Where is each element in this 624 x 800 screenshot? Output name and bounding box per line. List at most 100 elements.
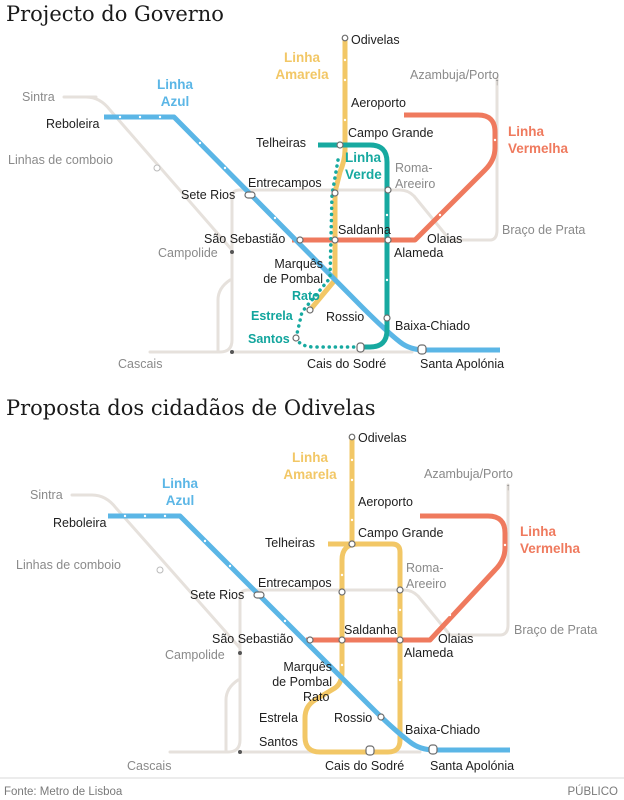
map1-station-odivelas (341, 34, 349, 42)
map2-label-amarela-2: Amarela (283, 467, 337, 482)
map2-label-cascais: Cascais (127, 759, 171, 773)
map2-label-telheiras: Telheiras (265, 536, 315, 550)
map1-label-sintra: Sintra (22, 90, 55, 104)
map2-label-saldanha: Saldanha (344, 623, 397, 637)
map-governo: Projecto do Governo ↑ (6, 2, 585, 371)
map2-station-odivelas (348, 433, 356, 441)
map1-label-campolide: Campolide (158, 246, 218, 260)
map1-station-alameda (384, 236, 392, 244)
map1-label-azul-2: Azul (161, 94, 190, 109)
map1-label-marques-2: de Pombal (263, 272, 323, 286)
map2-label-cais-sodre: Cais do Sodré (325, 759, 404, 773)
map1-label-cascais: Cascais (118, 357, 162, 371)
map2-label-vermelha-2: Vermelha (520, 541, 581, 556)
map1-label-vermelha-1: Linha (508, 124, 544, 139)
map2-linha-vermelha (306, 513, 508, 643)
map2-comboio-marker (156, 566, 164, 574)
map1-title: Projecto do Governo (6, 2, 224, 26)
map1-comboio-marker (153, 164, 161, 172)
map2-label-campolide: Campolide (165, 648, 225, 662)
map1-label-odivelas: Odivelas (351, 33, 400, 47)
map1-label-amarela-2: Amarela (275, 67, 329, 82)
map1-linha-verde-proposed (294, 158, 362, 349)
map1-label-rato: Rato (292, 289, 320, 303)
map1-label-olaias: Olaias (427, 232, 462, 246)
map1-label-sete-rios: Sete Rios (181, 188, 235, 202)
map-proposta: Proposta dos cidadãos de Odivelas ↑ (6, 396, 597, 773)
map1-label-azul-1: Linha (157, 77, 193, 92)
map1-rail-cintura (230, 76, 499, 292)
map2-label-azambuja: Azambuja/Porto (424, 467, 513, 481)
map1-label-azambuja: Azambuja/Porto (410, 68, 499, 82)
map2-station-cascais-junction (238, 750, 242, 754)
footer-source: Fonte: Metro de Lisboa (4, 786, 123, 798)
map1-label-verde-1: Linha (345, 150, 381, 165)
map1-small-dots (118, 58, 497, 282)
map2-station-cais-sodre (365, 745, 375, 756)
map1-label-comboio: Linhas de comboio (8, 153, 113, 167)
map2-label-sete-rios: Sete Rios (190, 588, 244, 602)
map2-rail-arrow-up: ↑ (506, 482, 511, 493)
map2-station-sao-sebastiao (306, 636, 314, 644)
map1-label-entrecampos: Entrecampos (248, 176, 322, 190)
map2-label-baixa-chiado: Baixa-Chiado (405, 723, 480, 737)
map2-label-sao-sebastiao: São Sebastião (212, 632, 293, 646)
map1-station-roma (384, 186, 392, 194)
map2-label-amarela-1: Linha (292, 450, 328, 465)
map2-label-odivelas: Odivelas (358, 431, 407, 445)
map2-label-reboleira: Reboleira (53, 516, 107, 530)
map1-station-estrela (306, 306, 314, 314)
map1-station-campolide (230, 250, 234, 254)
map2-label-marques-2: de Pombal (272, 675, 332, 689)
map2-label-roma-2: Areeiro (406, 577, 446, 591)
map1-label-santos: Santos (248, 332, 290, 346)
map2-label-rossio: Rossio (334, 711, 372, 725)
map1-label-amarela-1: Linha (284, 50, 320, 65)
map1-label-sao-sebastiao: São Sebastião (204, 232, 285, 246)
map1-station-santa-apolonia (417, 344, 427, 355)
map1-station-sao-sebastiao (296, 236, 304, 244)
map1-station-baixa-chiado (383, 314, 391, 322)
map1-station-sete-rios (244, 191, 256, 199)
map1-label-roma-2: Areeiro (395, 177, 435, 191)
map2-rail-cintura (238, 483, 510, 692)
map2-label-rato: Rato (303, 690, 329, 704)
map1-rail-sintra-cascais (62, 95, 234, 354)
map2-station-campo-grande (348, 540, 356, 548)
map2-label-azul-2: Azul (166, 493, 195, 508)
map1-label-vermelha-2: Vermelha (508, 141, 569, 156)
map2-rail-campolide-branch (224, 678, 240, 754)
map2-station-saldanha (338, 636, 346, 644)
map2-label-comboio: Linhas de comboio (16, 558, 121, 572)
map1-label-marques-1: Marquês (274, 257, 323, 271)
map1-label-campo-grande: Campo Grande (348, 126, 434, 140)
map1-label-baixa-chiado: Baixa-Chiado (395, 319, 470, 333)
map2-stations (253, 433, 438, 756)
map2-station-alameda (396, 636, 404, 644)
map1-stations (244, 34, 427, 355)
map2-linha-amarela-loop (302, 541, 403, 755)
map2-label-sintra: Sintra (30, 488, 63, 502)
map2-label-estrela: Estrela (259, 711, 298, 725)
map2-label-alameda: Alameda (404, 646, 453, 660)
map2-station-entrecampos (338, 588, 346, 596)
map1-label-rossio: Rossio (326, 310, 364, 324)
map2-label-olaias: Olaias (438, 632, 473, 646)
map1-label-alameda: Alameda (394, 246, 443, 260)
map2-label-entrecampos: Entrecampos (258, 576, 332, 590)
map2-label-azul-1: Linha (162, 476, 198, 491)
map1-station-saldanha (331, 236, 339, 244)
map1-station-cascais-junction (230, 350, 234, 354)
map1-label-reboleira: Reboleira (46, 117, 100, 131)
map1-label-verde-2: Verde (345, 167, 382, 182)
map1-label-cais-sodre: Cais do Sodré (307, 357, 386, 371)
map1-label-saldanha: Saldanha (338, 223, 391, 237)
map2-label-roma-1: Roma- (406, 561, 444, 575)
map1-rail-arrow-up: ↑ (495, 77, 500, 88)
map2-station-sete-rios (253, 591, 265, 599)
map1-label-roma-1: Roma- (395, 161, 433, 175)
map1-label-santa-apolonia: Santa Apolónia (420, 357, 504, 371)
map1-label-estrela: Estrela (251, 309, 294, 323)
